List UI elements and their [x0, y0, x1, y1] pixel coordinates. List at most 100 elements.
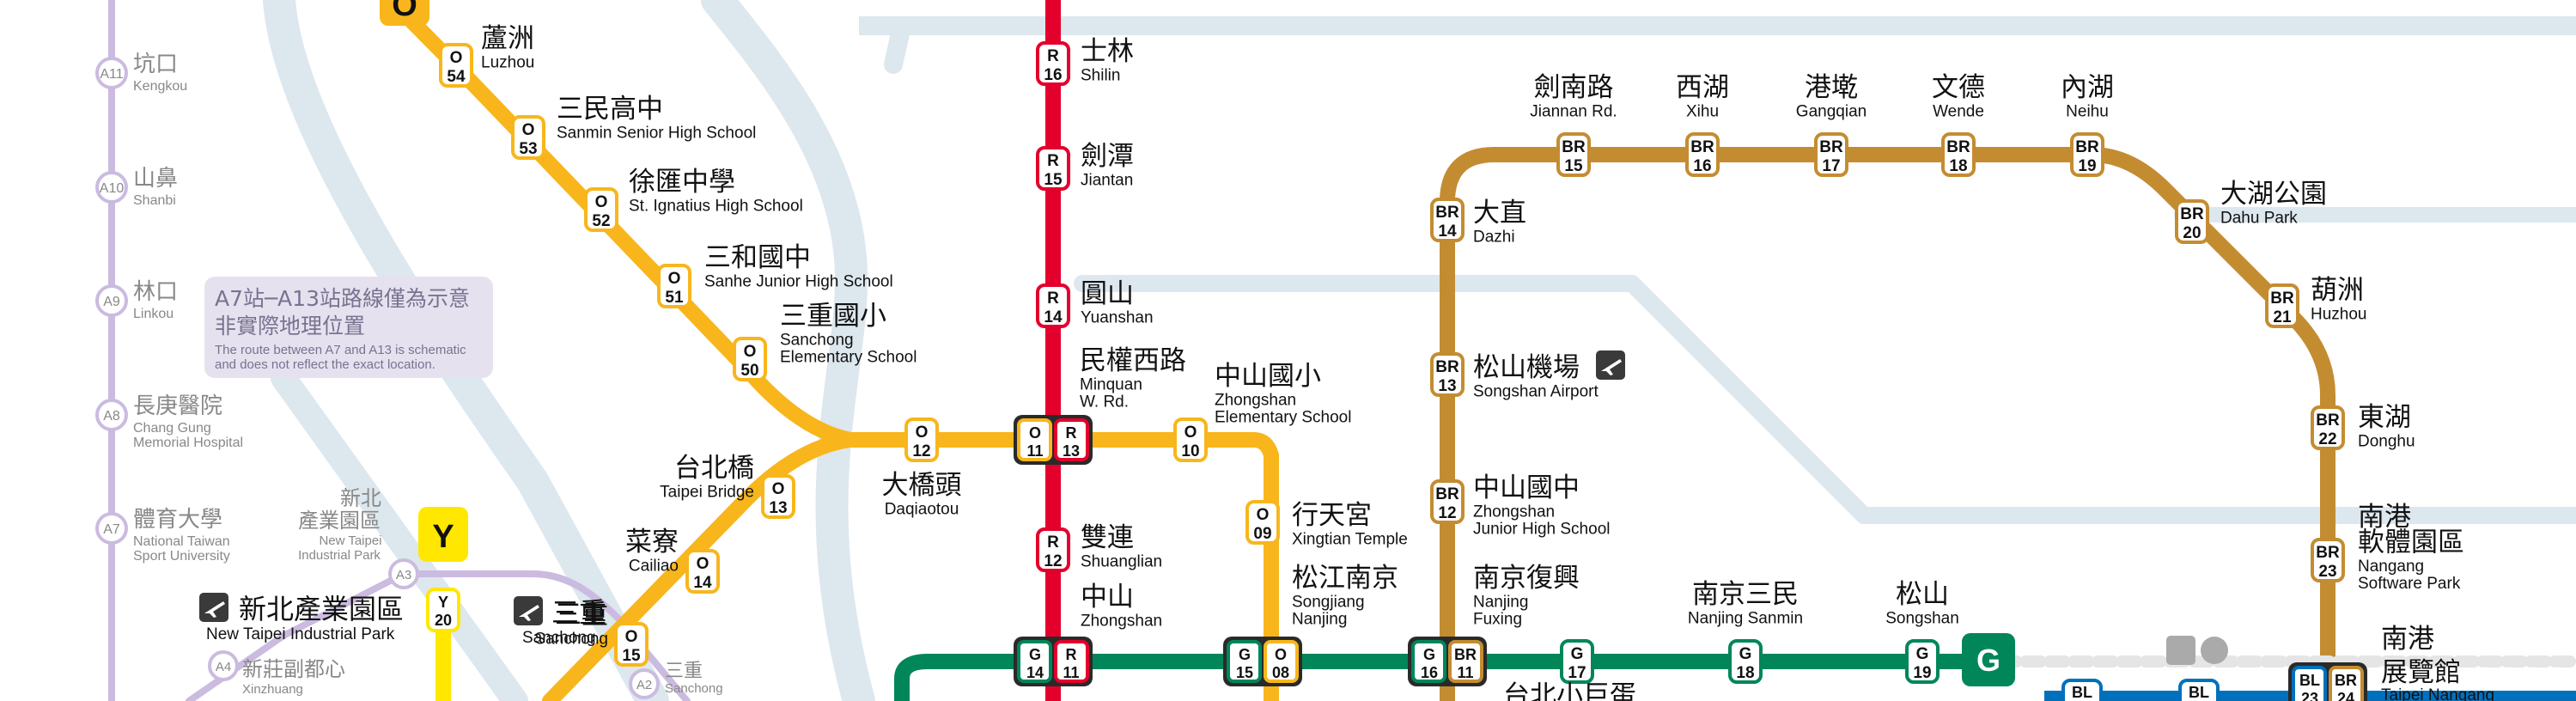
station-name-zh: 南京三民: [1692, 579, 1799, 610]
station-marker-r14[interactable]: R14: [1036, 283, 1070, 328]
airport-station[interactable]: A3: [388, 558, 419, 589]
note-text: 非實際地理位置: [215, 314, 365, 338]
station-code: A10: [100, 181, 125, 196]
station-circle: [95, 57, 128, 89]
airport-station[interactable]: A4: [208, 650, 239, 681]
marker-box: [1036, 41, 1070, 86]
station-name-en: National Taiwan: [133, 534, 230, 549]
station-marker-o09[interactable]: O09: [1245, 500, 1280, 545]
station-marker-r15[interactable]: R15: [1036, 146, 1070, 191]
marker-code: G: [1239, 646, 1251, 663]
station-marker-g19[interactable]: G19: [1905, 639, 1940, 684]
marker-number: 23: [2318, 563, 2336, 581]
station-marker-bl[interactable]: BL: [2061, 679, 2103, 701]
station-marker-o50[interactable]: O50: [733, 337, 767, 381]
station-name-zh: 展覽館: [2381, 657, 2461, 688]
station-name-zh: 菜寮: [625, 527, 679, 558]
station-marker-o15[interactable]: O15: [614, 622, 649, 667]
station-name-en: St. Ignatius High School: [629, 197, 803, 215]
station-name-zh: 松江南京: [1292, 563, 1398, 594]
station-name-en: Nanjing: [1473, 593, 1528, 611]
transfer-label-zh: 三重: [551, 596, 606, 629]
green-line-badge[interactable]: G: [1962, 633, 2015, 686]
station-marker-o53[interactable]: O53: [511, 115, 545, 160]
station-name-zh: 新莊副都心: [242, 657, 345, 681]
station-circle: [629, 668, 660, 699]
marker-box: [1036, 283, 1070, 328]
station-marker-o14[interactable]: O14: [685, 549, 720, 594]
marker-box: [1905, 639, 1940, 684]
note-text: and does not reflect the exact location.: [215, 357, 435, 372]
station-marker-o52[interactable]: O52: [584, 187, 618, 232]
marker-code: BR: [1435, 358, 1459, 376]
marker-box: [439, 43, 473, 88]
station-marker-y20[interactable]: Y20: [426, 588, 460, 632]
station-marker-o51[interactable]: O51: [657, 264, 691, 308]
station-name-zh: 產業園區: [298, 509, 381, 533]
marker-code: BR: [1562, 138, 1586, 156]
marker-box: [904, 418, 939, 462]
station-marker-o54[interactable]: O54: [439, 43, 473, 88]
marker-box: [2265, 283, 2299, 328]
orange-line-badge[interactable]: O: [380, 0, 429, 26]
station-marker-o13[interactable]: O13: [761, 474, 795, 519]
station-marker-o12[interactable]: O12: [904, 418, 939, 462]
station-marker-bl[interactable]: BL22: [2178, 679, 2220, 701]
marker-code: R: [1047, 533, 1059, 552]
station-name-en: Sanchong: [780, 331, 854, 349]
marker-code: G: [1916, 645, 1929, 663]
marker-box: [2175, 199, 2209, 244]
marker-number: 53: [519, 140, 537, 158]
marker-number: 54: [447, 68, 466, 86]
station-code: A3: [396, 568, 411, 582]
station-name-zh: 山鼻: [133, 166, 178, 192]
airport-station[interactable]: A2: [629, 668, 660, 699]
marker-box: [1245, 500, 1280, 545]
station-marker-g17[interactable]: G17: [1560, 639, 1594, 684]
note-box: [204, 277, 493, 378]
station-marker-o10[interactable]: O10: [1173, 418, 1208, 462]
marker-box: [2311, 538, 2345, 582]
station-name-zh: 蘆洲: [481, 23, 534, 54]
station-marker-r16[interactable]: R16: [1036, 41, 1070, 86]
station-marker-g18[interactable]: G18: [1728, 639, 1763, 684]
station-marker-r12[interactable]: R12: [1036, 527, 1070, 572]
station-name-zh: 三重: [665, 661, 703, 682]
marker-box: [1173, 418, 1208, 462]
yellow-line-badge[interactable]: Y: [418, 507, 468, 562]
marker-code: O: [595, 193, 608, 211]
marker-number: 13: [1063, 442, 1080, 460]
